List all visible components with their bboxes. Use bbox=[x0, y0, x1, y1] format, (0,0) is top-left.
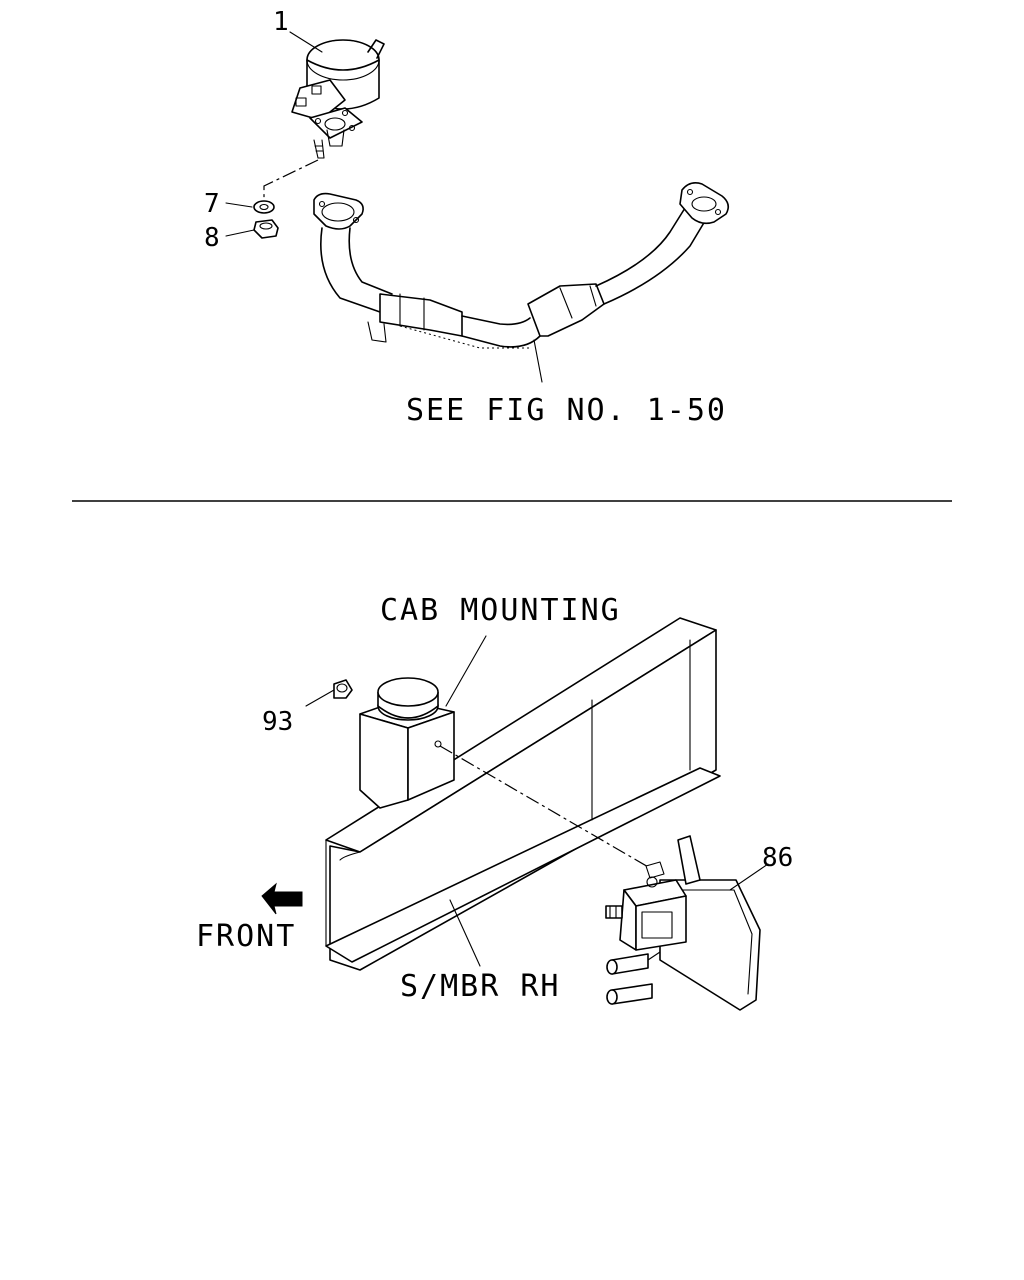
leader-line-86 bbox=[729, 863, 769, 891]
front-label: FRONT bbox=[196, 919, 296, 954]
leader-line-7 bbox=[225, 202, 253, 208]
cab-mounting-label: CAB MOUNTING bbox=[380, 593, 621, 628]
leader-line-8 bbox=[225, 229, 255, 237]
callout-93: 93 bbox=[262, 707, 293, 737]
side-member-label: S/MBR RH bbox=[400, 969, 561, 1004]
cab-mount-bracket-drawing bbox=[359, 677, 455, 809]
part-86-sensor bbox=[605, 835, 761, 1011]
leader-line-fig bbox=[533, 339, 543, 383]
part-1-valve-drawing bbox=[291, 39, 385, 159]
part-8-nut bbox=[253, 219, 279, 239]
part-93-nut bbox=[333, 679, 353, 699]
callout-86: 86 bbox=[762, 843, 793, 873]
top-section: 1 7 8 bbox=[204, 7, 730, 428]
leader-line-93 bbox=[305, 689, 335, 707]
leader-line-cab-mounting bbox=[445, 635, 487, 707]
see-fig-reference: SEE FIG NO. 1-50 bbox=[406, 393, 727, 428]
callout-7: 7 bbox=[204, 189, 220, 219]
exhaust-pipe-drawing bbox=[313, 182, 730, 349]
callout-1: 1 bbox=[273, 7, 289, 37]
assembly-line-bottom bbox=[439, 745, 651, 869]
part-7-washer bbox=[253, 200, 275, 214]
leader-line-side-member bbox=[449, 899, 481, 967]
leader-line-1 bbox=[289, 31, 323, 53]
callout-8: 8 bbox=[204, 223, 220, 253]
assembly-line-top bbox=[263, 159, 319, 200]
bottom-section: CAB MOUNTING S/MBR RH bbox=[196, 593, 793, 1011]
front-arrow-icon bbox=[261, 882, 303, 915]
